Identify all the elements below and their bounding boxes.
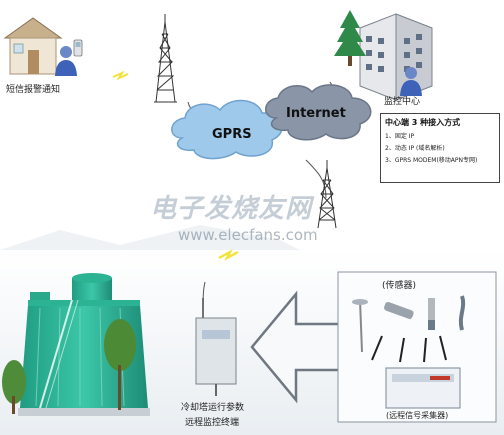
watermark-cn: 电子发烧友网 (150, 194, 313, 224)
access-option: 3、GPRS MODEM(移动APN专网) (385, 157, 478, 164)
radio-tower-icon (154, 14, 177, 103)
building-icon (359, 13, 433, 101)
sensor-label: (传感器) (382, 281, 417, 291)
gprs-label: GPRS (212, 127, 252, 142)
cloud-icon (265, 84, 372, 141)
person-icon (400, 67, 422, 96)
collector-label: (远程信号采集器) (386, 411, 449, 420)
access-methods-title: 中心端 3 种接入方式 (385, 118, 461, 127)
lightning-icon (112, 70, 239, 261)
tree-icon (334, 10, 366, 66)
house-icon (3, 17, 63, 75)
access-option: 1、固定 IP (385, 133, 415, 140)
access-methods-box: 中心端 3 种接入方式 1、固定 IP 2、动态 IP (域名解析) 3、GPR… (380, 113, 500, 183)
person-icon (55, 46, 77, 76)
sensor-icon (352, 295, 466, 353)
terminal-box-icon (195, 298, 237, 396)
tree-icon (2, 319, 136, 414)
sms-alert-label: 短信报警通知 (6, 85, 61, 95)
collector-device (385, 367, 461, 409)
phone-icon (73, 39, 83, 57)
monitor-center-label: 监控中心 (384, 97, 421, 107)
radio-tower-icon (317, 160, 337, 229)
watermark-url: www.elecfans.com (178, 226, 318, 244)
access-option: 2、动态 IP (域名解析) (385, 145, 445, 152)
hills-background (0, 225, 300, 250)
tower-params-label: 冷却塔运行参数 (181, 403, 245, 413)
arrow-icon (250, 290, 342, 404)
remote-terminal-label: 远程监控终端 (185, 418, 240, 428)
internet-label: Internet (286, 106, 346, 121)
sensor-cables (371, 335, 447, 363)
